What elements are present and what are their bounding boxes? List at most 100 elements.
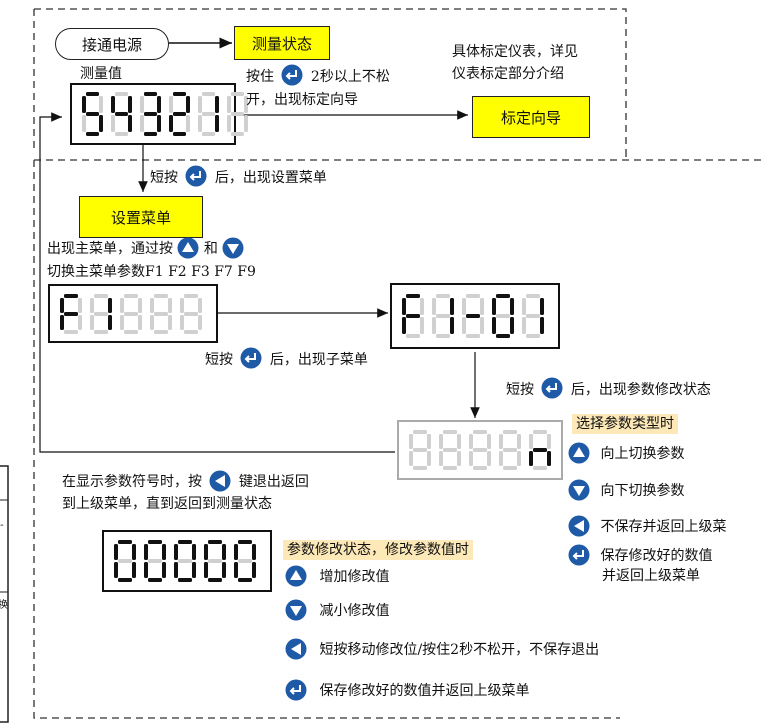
segment-digit (402, 294, 424, 338)
down-switch-row: 向下切换参数 (568, 479, 684, 507)
hold-text-c: 开，出现标定向导 (246, 92, 358, 108)
segment-digit (144, 540, 166, 582)
segment-digit (82, 92, 103, 136)
left-icon (568, 515, 590, 543)
segment-digit (90, 293, 112, 334)
lower-dashed-boundary (33, 159, 763, 719)
calib-wizard-label: 标定向导 (500, 108, 561, 127)
measure-state-label: 测量状态 (251, 34, 312, 53)
modify-press-text: 短按 后，出现参数修改状态 (506, 377, 711, 405)
up-icon (177, 237, 199, 265)
short-press-label: 短按 (205, 352, 233, 368)
upper-dashed-boundary (33, 8, 627, 150)
short-press-label: 短按 (506, 382, 534, 398)
display-f101 (390, 283, 560, 349)
segment-digit (174, 540, 196, 582)
segment-digit (60, 293, 82, 334)
enter-icon (185, 165, 207, 193)
down-icon (222, 237, 244, 265)
left-icon (285, 638, 307, 666)
segment-digit (432, 294, 454, 338)
segment-digit (522, 294, 544, 338)
segment-digit (169, 92, 190, 136)
segment-digit (234, 540, 256, 582)
segment-digit (140, 92, 161, 136)
display-n (397, 420, 563, 480)
setup-menu-label: 设置菜单 (110, 208, 171, 227)
exit-note-line1: 在显示参数符号时，按 键退出返回 (62, 470, 309, 498)
decrease-label: 减小修改值 (319, 603, 390, 619)
power-on-label: 接通电源 (81, 35, 142, 54)
segment-digit (198, 92, 219, 136)
move-digit-label: 短按移动修改位/按住2秒不松开，不保存退出 (319, 642, 600, 658)
save-all-row: 保存修改好的数值并返回上级菜单 (285, 679, 529, 707)
display-f1 (48, 284, 218, 343)
segment-digit (499, 430, 521, 470)
down-switch-label: 向下切换参数 (600, 483, 685, 499)
left-panel-text-1: - (0, 520, 4, 531)
enter-icon (285, 679, 307, 707)
segment-digit (409, 430, 431, 470)
segment-digit (204, 540, 226, 582)
down-icon (285, 599, 307, 627)
decrease-row: 减小修改值 (285, 599, 389, 627)
measure-state-box: 测量状态 (234, 26, 330, 60)
segment-digit (439, 430, 461, 470)
segment-digit (227, 92, 248, 136)
after-setup-label: 后，出现设置菜单 (214, 170, 327, 186)
display-f1-digits (60, 293, 202, 334)
hold-text-a: 按住 (246, 69, 274, 85)
display-main-digits (82, 92, 248, 136)
calib-wizard-box: 标定向导 (472, 96, 590, 138)
after-modify-label: 后，出现参数修改状态 (570, 382, 711, 398)
main-menu-line1: 出现主菜单，通过按 和 (47, 237, 244, 265)
enter-icon (568, 544, 590, 572)
display-zero-digits (114, 540, 256, 582)
segment-digit (150, 293, 172, 334)
up-switch-label: 向上切换参数 (600, 446, 685, 462)
exit-note-line2: 到上级菜单，直到返回到测量状态 (62, 496, 272, 512)
exit-note-b: 键退出返回 (238, 474, 309, 490)
save-good-label-2: 并返回上级菜单 (602, 568, 700, 584)
measure-value-label: 测量值 (80, 66, 122, 82)
move-digit-row: 短按移动修改位/按住2秒不松开，不保存退出 (285, 638, 599, 666)
power-on-pill: 接通电源 (55, 28, 169, 60)
after-submenu-label: 后，出现子菜单 (269, 352, 368, 368)
left-panel-text-2: 换 (0, 600, 8, 611)
segment-digit (114, 540, 136, 582)
save-good-row: 保存修改好的数值 (568, 544, 712, 572)
short-press-label: 短按 (150, 170, 178, 186)
down-icon (568, 479, 590, 507)
display-n-digits (409, 430, 551, 470)
segment-digit (469, 430, 491, 470)
display-f101-digits (402, 294, 544, 338)
save-all-label: 保存修改好的数值并返回上级菜单 (319, 683, 530, 699)
display-main (70, 83, 248, 145)
enter-icon (541, 377, 563, 405)
return-loop (39, 112, 395, 453)
hold-text-b: 2秒以上不松 (310, 69, 390, 85)
hold-text-line1: 按住 2秒以上不松 (246, 64, 390, 92)
main-menu-line2: 切换主菜单参数F1 F2 F3 F7 F9 (47, 264, 256, 280)
display-zero (102, 530, 272, 592)
submenu-press-text: 短按 后，出现子菜单 (205, 347, 368, 375)
segment-digit (462, 294, 484, 338)
left-partial-panel (0, 465, 9, 723)
modify-state-note: 参数修改状态，修改参数值时 (283, 540, 473, 560)
select-type-note: 选择参数类型时 (572, 414, 678, 434)
enter-icon (240, 347, 262, 375)
exit-note-a: 在显示参数符号时，按 (62, 474, 202, 490)
up-icon (285, 565, 307, 593)
left-icon (209, 470, 231, 498)
calib-note-2: 仪表标定部分介绍 (452, 66, 564, 82)
enter-icon (281, 64, 303, 92)
no-save-label: 不保存并返回上级菜 (600, 519, 727, 535)
and-label: 和 (203, 241, 218, 257)
segment-digit (111, 92, 132, 136)
save-good-label-1: 保存修改好的数值 (600, 548, 713, 564)
calib-note-1: 具体标定仪表，详见 (452, 44, 578, 60)
segment-digit (529, 430, 551, 470)
up-switch-row: 向上切换参数 (568, 442, 684, 470)
increase-row: 增加修改值 (285, 565, 389, 593)
